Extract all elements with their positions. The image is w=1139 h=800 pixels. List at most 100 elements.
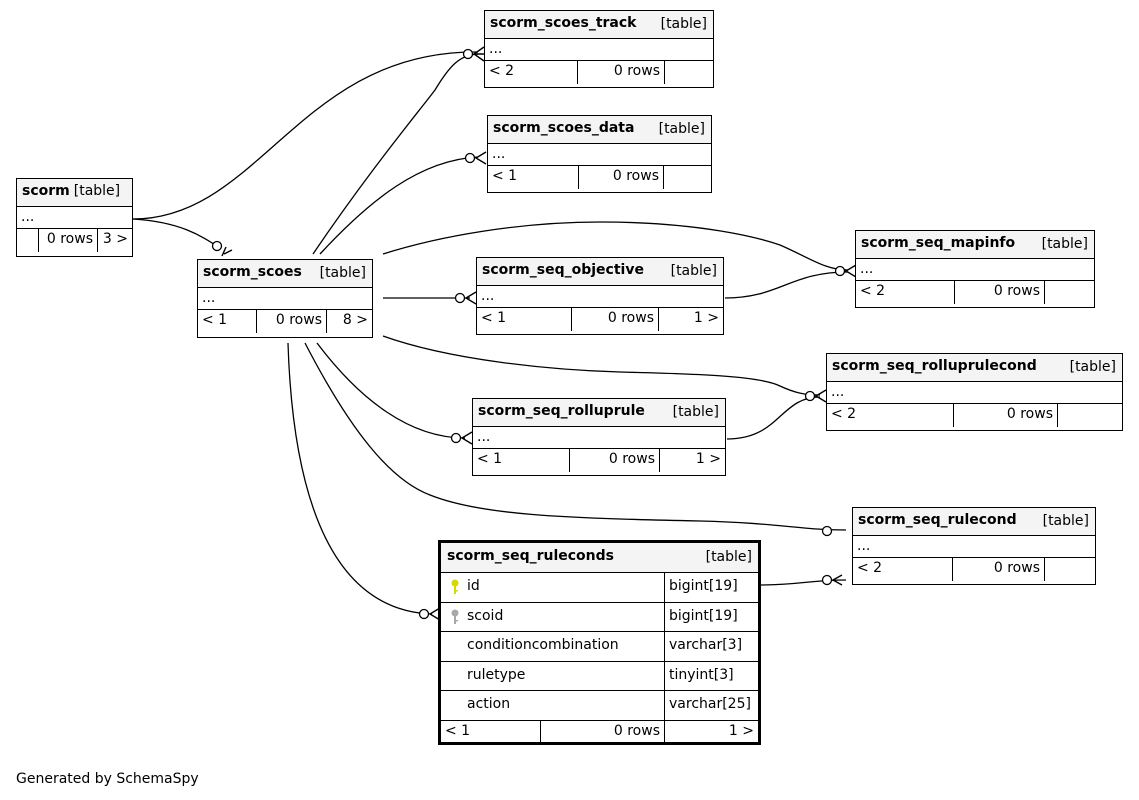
- optional-circle: [834, 265, 846, 277]
- table-scorm-seq-mapinfo[interactable]: scorm_seq_mapinfo [table] ... < 2 0 rows: [855, 230, 1095, 308]
- column-row[interactable]: ruletype tinyint[3]: [441, 661, 758, 691]
- column-type: varchar[3]: [669, 637, 743, 653]
- table-header: scorm_seq_rolluprulecond [table]: [827, 354, 1122, 382]
- table-type: [table]: [670, 263, 717, 279]
- edge-scorm-to-scorm-scoes: [132, 218, 221, 249]
- crowfoot-marker: [831, 574, 843, 586]
- table-scorm[interactable]: scorm[table] ... 0 rows 3 >: [16, 178, 133, 257]
- edge-scorm-seq-ruleconds-to-scorm-seq-rulecond: [759, 579, 847, 586]
- edge-scorm-scoes-to-scorm-seq-ruleconds: [287, 342, 433, 615]
- column-name-cell: id: [441, 573, 665, 602]
- collapsed-columns: ...: [827, 382, 1122, 404]
- table-scorm-scoes-track[interactable]: scorm_scoes_track [table] ... < 2 0 rows: [484, 10, 714, 88]
- crowfoot-marker: [460, 431, 473, 445]
- table-type: [table]: [1069, 359, 1116, 375]
- optional-circle: [821, 525, 833, 537]
- crowfoot-marker: [472, 46, 485, 62]
- foreign-key-icon: [451, 609, 459, 624]
- table-footer: < 1 0 rows 8 >: [198, 310, 372, 333]
- column-row[interactable]: conditioncombination varchar[3]: [441, 632, 758, 662]
- children-count: [1045, 281, 1094, 304]
- row-count: 0 rows: [39, 229, 98, 252]
- table-scorm-seq-rolluprulecond[interactable]: scorm_seq_rolluprulecond [table] ... < 2…: [826, 353, 1123, 431]
- column-row[interactable]: action varchar[25]: [441, 691, 758, 721]
- optional-circle: [450, 432, 462, 444]
- table-footer: < 2 0 rows: [485, 61, 713, 84]
- collapsed-columns: ...: [17, 207, 132, 229]
- column-name: conditioncombination: [441, 632, 665, 661]
- table-name: scorm_seq_objective: [482, 262, 644, 278]
- optional-circle: [211, 240, 223, 252]
- table-header: scorm_seq_mapinfo [table]: [856, 231, 1094, 259]
- table-type: [table]: [1041, 236, 1088, 252]
- table-footer: < 2 0 rows: [853, 558, 1095, 581]
- column-type: bigint[19]: [669, 607, 738, 624]
- table-header: scorm_seq_rulecond [table]: [853, 508, 1095, 536]
- table-name: scorm_scoes_data: [493, 120, 635, 136]
- table-type: [table]: [1042, 513, 1089, 529]
- edge-scorm-scoes-to-scorm-seq-rolluprulecond: [382, 335, 821, 396]
- table-scorm-seq-objective[interactable]: scorm_seq_objective [table] ... < 1 0 ro…: [476, 257, 724, 335]
- table-scorm-scoes-data[interactable]: scorm_scoes_data [table] ... < 1 0 rows: [487, 115, 712, 193]
- column-type: tinyint[3]: [669, 666, 734, 683]
- optional-circle: [804, 390, 816, 402]
- row-count: 0 rows: [579, 166, 664, 189]
- row-count: 0 rows: [257, 310, 327, 333]
- edge-scorm-scoes-to-scorm-seq-mapinfo: [382, 221, 849, 271]
- table-type: [table]: [319, 265, 366, 281]
- children-count: [664, 166, 711, 189]
- table-type: [table]: [705, 549, 752, 565]
- table-type: [table]: [658, 121, 705, 137]
- collapsed-columns: ...: [198, 288, 372, 310]
- table-header: scorm_scoes_data [table]: [488, 116, 711, 144]
- children-count: [1058, 404, 1122, 427]
- table-header: scorm_seq_objective [table]: [477, 258, 723, 286]
- table-footer: < 1 0 rows 1 >: [441, 720, 758, 744]
- parents-count: < 2: [485, 61, 578, 84]
- parents-count: < 1: [488, 166, 579, 189]
- row-count: 0 rows: [578, 61, 665, 84]
- parents-count: < 2: [853, 558, 953, 581]
- generator-credit: Generated by SchemaSpy: [16, 771, 199, 787]
- collapsed-columns: ...: [853, 536, 1095, 558]
- table-scorm-seq-rulecond[interactable]: scorm_seq_rulecond [table] ... < 2 0 row…: [852, 507, 1096, 585]
- table-scorm-scoes[interactable]: scorm_scoes [table] ... < 1 0 rows 8 >: [197, 259, 373, 338]
- children-count: 1 >: [728, 722, 754, 739]
- optional-circle: [454, 292, 466, 304]
- row-count: 0 rows: [570, 449, 660, 472]
- column-row[interactable]: scoid bigint[19]: [441, 602, 758, 632]
- collapsed-columns: ...: [488, 144, 711, 166]
- crowfoot-marker: [464, 291, 477, 305]
- column-row[interactable]: id bigint[19]: [441, 573, 758, 603]
- column-name-cell: scoid: [441, 602, 665, 631]
- table-header: scorm_scoes [table]: [198, 260, 372, 288]
- children-count: [665, 61, 713, 84]
- children-count: 8 >: [342, 312, 368, 328]
- column-name: action: [441, 691, 665, 720]
- row-count: 0 rows: [541, 720, 665, 744]
- primary-key-icon: [451, 579, 459, 594]
- table-name: scorm: [22, 183, 70, 199]
- crowfoot-marker: [814, 389, 827, 403]
- table-scorm-seq-rolluprule[interactable]: scorm_seq_rolluprule [table] ... < 1 0 r…: [472, 398, 726, 476]
- edge-scorm-scoes-to-scorm-seq-rulecond: [304, 342, 847, 531]
- optional-circle: [418, 608, 430, 620]
- crowfoot-marker: [844, 264, 857, 278]
- edge-scorm-scoes-to-scorm-scoes-data: [319, 156, 479, 255]
- table-name: scorm_seq_ruleconds: [447, 548, 614, 564]
- table-name: scorm_scoes_track: [490, 15, 637, 31]
- table-type: [table]: [660, 16, 707, 32]
- column-name: id: [467, 578, 480, 594]
- parents-count: [17, 229, 39, 252]
- column-name: ruletype: [441, 661, 665, 690]
- table-scorm-seq-ruleconds[interactable]: scorm_seq_ruleconds [table] id bigint[19…: [438, 540, 761, 745]
- row-count: 0 rows: [953, 558, 1045, 581]
- table-header: scorm[table]: [17, 179, 132, 207]
- table-type: [table]: [73, 183, 121, 199]
- row-count: 0 rows: [572, 308, 659, 331]
- table-name: scorm_seq_rolluprule: [478, 403, 645, 419]
- edge-scorm-scoes-to-scorm-seq-rolluprule: [316, 342, 466, 439]
- row-count: 0 rows: [955, 281, 1045, 304]
- table-footer: < 1 0 rows: [488, 166, 711, 189]
- column-type: varchar[25]: [669, 696, 751, 712]
